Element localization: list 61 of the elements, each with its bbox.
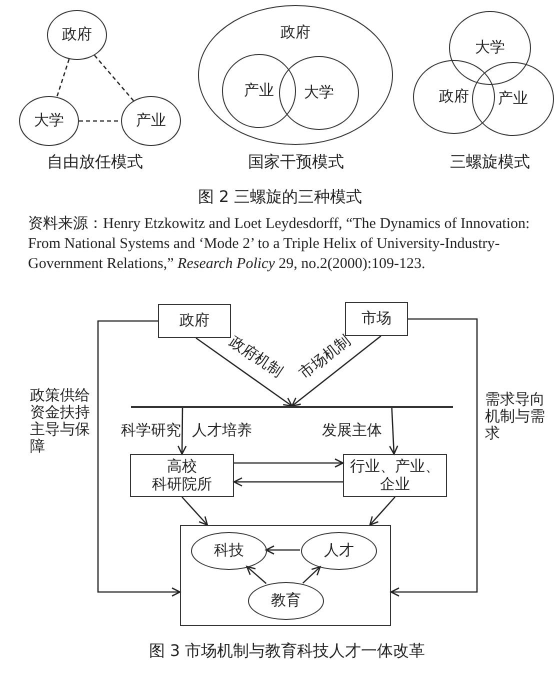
edge-label: 政府机制 xyxy=(226,333,286,382)
node-text: 高校 xyxy=(167,458,197,476)
arrow xyxy=(182,496,208,526)
arrow xyxy=(265,545,300,555)
figure-caption: 图 2 三螺旋的三种模式 xyxy=(198,187,362,208)
text-label: 自由放任模式 xyxy=(47,152,143,173)
arrow xyxy=(196,337,293,407)
ellipse-node xyxy=(198,5,393,145)
ellipse-node xyxy=(413,60,495,134)
node-text: 大学 xyxy=(304,84,334,102)
process-box xyxy=(343,454,447,497)
ellipse-node xyxy=(449,11,531,85)
arrow xyxy=(302,566,321,584)
node-text: 政府 xyxy=(439,88,469,106)
ellipse-node xyxy=(248,582,324,620)
group-box xyxy=(180,525,391,626)
node-text: 行业、产业、企业 xyxy=(349,458,441,494)
node-text: 产业 xyxy=(244,82,274,100)
ellipse-node xyxy=(301,532,377,570)
figure-caption: 图 3 市场机制与教育科技人才一体改革 xyxy=(148,641,426,662)
text-label: 三螺旋模式 xyxy=(450,152,530,173)
arrow xyxy=(369,496,396,526)
ellipse-node xyxy=(191,532,267,570)
text-label: 科学研究 xyxy=(121,422,181,440)
edge-label: 市场机制 xyxy=(296,332,354,383)
text-label: 国家干预模式 xyxy=(248,152,344,173)
node-text: 市场 xyxy=(362,310,392,328)
ellipse-node xyxy=(222,54,296,128)
node-text: 产业 xyxy=(136,112,166,130)
arrow xyxy=(97,320,181,597)
source-note: 资料来源：Henry Etzkowitz and Loet Leydesdorff, “The Dynamics of Innovation: From National Systems and ‘Mode 2’ to a Triple Helix of University-Industry-Government Relations,” Research Policy 29, no.2(2000):109-123. xyxy=(28,214,531,274)
arrow xyxy=(291,335,382,407)
arrow xyxy=(388,408,398,455)
connector-line xyxy=(56,58,70,98)
node-text: 大学 xyxy=(475,39,505,57)
node-text: 政府 xyxy=(280,24,310,42)
arrow xyxy=(177,408,187,455)
node-text: 科研院所 xyxy=(152,476,212,494)
text-label: 发展主体 xyxy=(322,421,382,440)
edge-label: 政策供给资金扶持主导与保障 xyxy=(30,388,90,456)
node-text: 大学 xyxy=(34,112,64,130)
ellipse-node xyxy=(121,96,181,146)
ellipse-node xyxy=(472,62,554,136)
process-box xyxy=(130,454,234,497)
arrow xyxy=(234,458,344,468)
edge-label: 需求导向机制与需求 xyxy=(485,392,545,443)
ellipse-node xyxy=(47,10,107,60)
node-text: 人才 xyxy=(324,542,354,560)
node-text: 政府 xyxy=(62,26,92,44)
node-text: 产业 xyxy=(498,90,528,108)
connector-line xyxy=(79,120,121,122)
arrow xyxy=(246,566,267,584)
ellipse-node xyxy=(19,96,79,146)
arrow xyxy=(390,318,478,597)
ellipse-node xyxy=(279,56,359,130)
arrow xyxy=(233,477,343,487)
node-text: 教育 xyxy=(271,592,301,610)
node-text: 政府 xyxy=(180,312,210,330)
connector-line xyxy=(94,54,134,102)
text-label: 人才培养 xyxy=(192,421,252,440)
node-text: 科技 xyxy=(214,542,244,560)
